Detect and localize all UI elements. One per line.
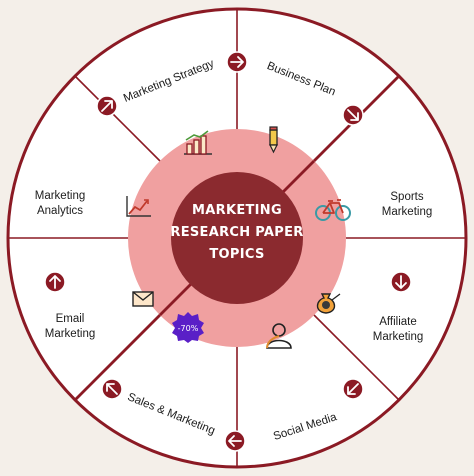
discount-badge-icon: -70% — [172, 312, 204, 343]
arrow-down-right-button[interactable] — [342, 104, 364, 126]
topic-affiliate-marketing-line-1: Affiliate — [379, 316, 417, 328]
money-bag-icon — [316, 293, 341, 314]
center-title-line-2: RESEARCH PAPER — [170, 225, 303, 240]
arrow-up-icon — [49, 275, 61, 289]
inner-ring-dividers — [159, 160, 315, 316]
topic-sports-marketing-line-1: Sports — [390, 191, 423, 203]
user-icon — [266, 323, 292, 349]
topic-email-marketing-line-2: Marketing — [45, 328, 96, 340]
arrow-down-left-icon — [347, 383, 359, 395]
arrow-up-left-icon — [106, 383, 118, 395]
arrow-left-icon — [228, 435, 242, 447]
envelope-icon — [132, 291, 154, 307]
topic-email-marketing-line-1: Email — [56, 313, 85, 325]
topic-affiliate-marketing-line-2: Marketing — [373, 331, 424, 343]
bar-chart-icon — [184, 130, 212, 155]
arrow-down-icon — [395, 275, 407, 289]
divider-bottom-left — [74, 314, 161, 401]
topic-marketing-analytics-line-2: Analytics — [37, 205, 83, 217]
segment-dividers — [8, 8, 466, 468]
bicycle-icon — [315, 199, 351, 221]
arrow-up-right-icon — [101, 100, 113, 112]
arrow-up-right-button[interactable] — [96, 95, 118, 117]
arrow-up-button[interactable] — [44, 271, 66, 293]
topic-marketing-analytics-line-1: Marketing — [35, 190, 86, 202]
arrow-up-left-button[interactable] — [101, 378, 123, 400]
arrow-right-icon — [230, 56, 244, 68]
divider-top-left — [74, 75, 161, 162]
center-title-line-3: TOPICS — [209, 247, 264, 262]
arrow-left-button[interactable] — [224, 430, 246, 452]
arrow-down-button[interactable] — [390, 271, 412, 293]
pencil-icon — [269, 126, 278, 154]
arrow-down-right-icon — [347, 109, 359, 121]
discount-badge-text: -70% — [178, 324, 199, 333]
arrow-right-button[interactable] — [226, 51, 248, 73]
topic-sports-marketing-line-2: Marketing — [382, 206, 433, 218]
center-title-line-1: MARKETING — [192, 203, 282, 218]
center-disk — [171, 172, 303, 304]
divider-bottom-right — [313, 314, 400, 401]
arrow-down-left-button[interactable] — [342, 378, 364, 400]
line-chart-icon — [126, 196, 151, 217]
